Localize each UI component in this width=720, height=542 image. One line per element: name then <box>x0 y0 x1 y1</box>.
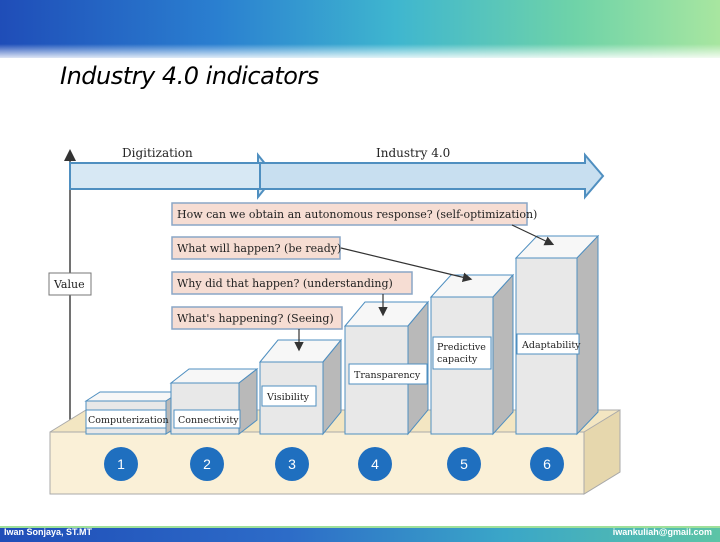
base-platform-side <box>583 409 621 495</box>
question-4-box <box>171 306 343 330</box>
stage-1-number: 1 <box>117 456 125 472</box>
question-2-text: What will happen? (be ready) <box>177 242 341 255</box>
base-platform <box>49 431 585 495</box>
industry40-label: Industry 4.0 <box>376 146 450 160</box>
stage-5-number: 5 <box>460 456 468 472</box>
digitization-arrow <box>69 152 277 200</box>
stage-5-label-line2: capacity <box>437 354 478 365</box>
stage-6-label: Adaptability <box>521 340 581 351</box>
stage-5-circle: 5 <box>447 447 481 481</box>
stage-3-circle: 3 <box>275 447 309 481</box>
stage-3-label-box <box>261 385 317 407</box>
stage-2-number: 2 <box>203 456 211 472</box>
footer-author: Iwan Sonjaya, ST.MT <box>4 527 93 537</box>
stage-6-number: 6 <box>543 456 551 472</box>
stage-3-label: Visibility <box>266 392 310 403</box>
question-3-text: Why did that happen? (understanding) <box>177 277 393 290</box>
stage-2-label: Connectivity <box>178 415 239 426</box>
stage-5-label-line1: Predictive <box>437 342 486 353</box>
footer-email: iwankuliah@gmail.com <box>612 527 712 537</box>
stage-6-label-box <box>516 333 580 355</box>
question-3-box <box>171 271 413 295</box>
connector-arrow-q1 <box>511 224 555 246</box>
stage-4-label: Transparency <box>354 370 421 381</box>
stage-1-label: Computerization <box>88 415 169 426</box>
header-banner <box>0 0 720 58</box>
value-label: Value <box>53 278 85 291</box>
industry40-arrow <box>259 152 605 200</box>
stage-5-label: Predictive capacity <box>437 342 489 365</box>
question-4-text: What's happening? (Seeing) <box>177 312 334 325</box>
stage-5-label-box <box>432 336 492 370</box>
stage-6-circle: 6 <box>530 447 564 481</box>
value-box <box>48 272 92 296</box>
slide-title: Industry 4.0 indicators <box>60 62 319 90</box>
question-1-text: How can we obtain an autonomous response… <box>177 208 537 221</box>
question-2-box <box>171 236 341 260</box>
footer-bar <box>0 526 720 542</box>
question-1-box <box>171 202 528 226</box>
stage-2-circle: 2 <box>190 447 224 481</box>
connector-arrow-q2 <box>340 247 473 282</box>
stage-4-label-box <box>348 363 428 385</box>
stage-3-number: 3 <box>288 456 296 472</box>
digitization-label: Digitization <box>122 146 193 160</box>
stage-4-number: 4 <box>371 456 379 472</box>
stage-1-label-box <box>85 409 167 429</box>
stage-1-circle: 1 <box>104 447 138 481</box>
stage-4-circle: 4 <box>358 447 392 481</box>
stage-2-label-box <box>173 409 241 429</box>
